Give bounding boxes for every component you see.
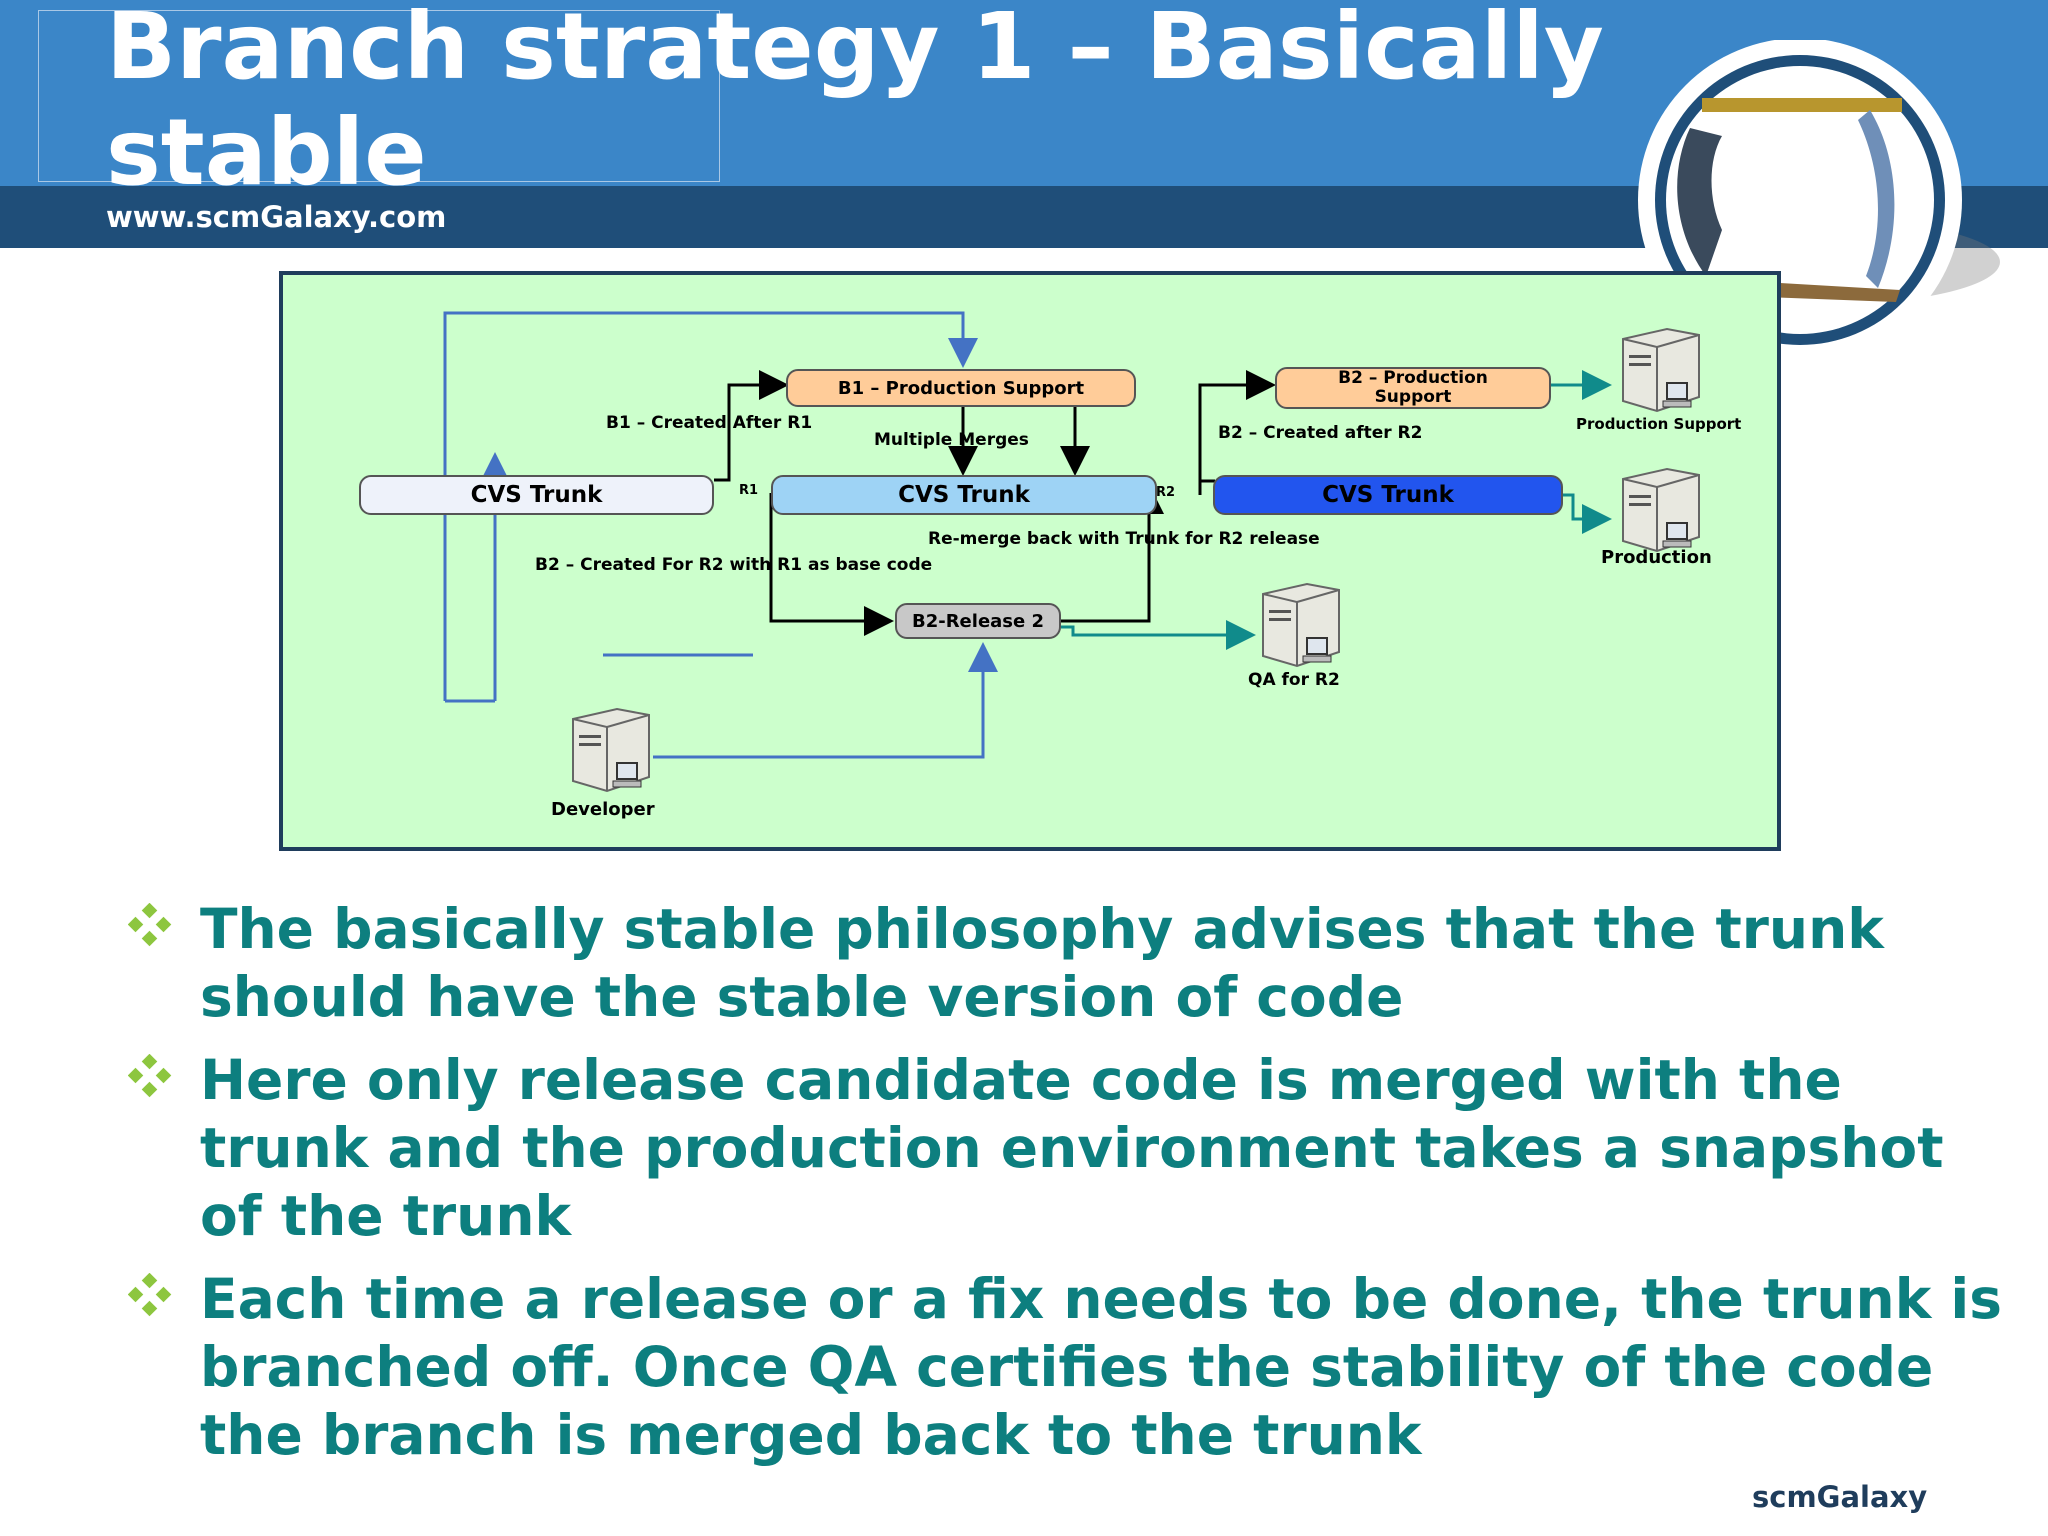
- label-multiple-merges: Multiple Merges: [874, 430, 1029, 450]
- branching-diagram: CVS Trunk CVS Trunk CVS Trunk B1 – Produ…: [279, 271, 1781, 851]
- label-r2: R2: [1156, 485, 1176, 500]
- label-developer-server: Developer: [551, 799, 655, 820]
- b2-release-2: B2-Release 2: [895, 603, 1061, 639]
- bullet-text: The basically stable philosophy advises …: [200, 897, 1884, 1029]
- bullet-diamond-icon: [128, 903, 172, 947]
- website-url: www.scmGalaxy.com: [106, 200, 447, 234]
- label-production-server: Production: [1601, 547, 1712, 568]
- label-b2-created-for: B2 – Created For R2 with R1 as base code: [535, 555, 933, 575]
- server-icon: [1253, 580, 1343, 676]
- server-icon: [563, 705, 653, 801]
- bullet-diamond-icon: [128, 1054, 172, 1098]
- slide-title: Branch strategy 1 – Basically stable: [106, 0, 1604, 206]
- label-production-support-server: Production Support: [1576, 415, 1742, 433]
- bullet-list: The basically stable philosophy advises …: [128, 895, 2008, 1484]
- server-icon: [1613, 325, 1703, 421]
- b2-production-support: B2 – Production Support: [1275, 367, 1551, 409]
- diagram-connectors: [443, 311, 1612, 759]
- bullet-item: The basically stable philosophy advises …: [128, 895, 2008, 1031]
- bullet-item: Each time a release or a fix needs to be…: [128, 1265, 2008, 1469]
- b1-production-support: B1 – Production Support: [786, 369, 1136, 407]
- label-b2-created-after: B2 – Created after R2: [1218, 423, 1423, 443]
- label-remerge: Re-merge back with Trunk for R2 release: [928, 529, 1320, 549]
- bullet-text: Each time a release or a fix needs to be…: [200, 1267, 2003, 1467]
- cvs-trunk-left: CVS Trunk: [359, 475, 714, 515]
- bullet-diamond-icon: [128, 1273, 172, 1317]
- label-qa-server: QA for R2: [1248, 670, 1340, 690]
- bullet-item: Here only release candidate code is merg…: [128, 1046, 2008, 1250]
- bullet-text: Here only release candidate code is merg…: [200, 1048, 1944, 1248]
- cvs-trunk-right: CVS Trunk: [1213, 475, 1563, 515]
- label-b1-created: B1 – Created After R1: [606, 413, 813, 433]
- label-r1: R1: [739, 483, 759, 498]
- footer-brand: scmGalaxy: [1752, 1480, 1928, 1514]
- cvs-trunk-middle: CVS Trunk: [771, 475, 1157, 515]
- server-icon: [1613, 465, 1703, 561]
- title-placeholder-frame: [38, 10, 720, 182]
